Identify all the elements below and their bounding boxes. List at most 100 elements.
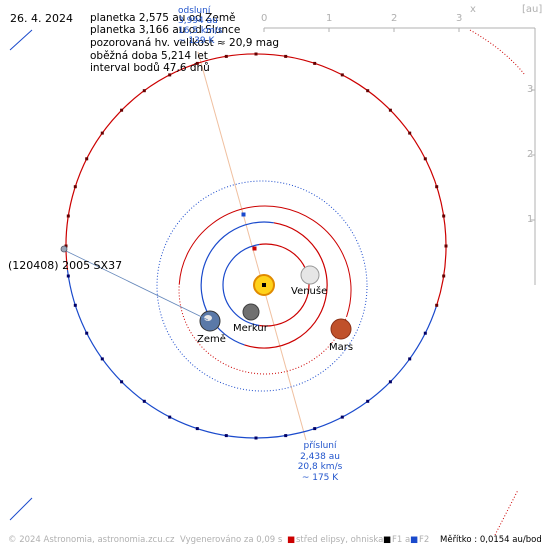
asteroid-orbit-above: [65, 53, 447, 306]
x-tick-2: 2: [391, 13, 398, 24]
mercury-orbit-below: [222, 243, 260, 327]
mercury-label: Merkur: [233, 323, 268, 334]
asteroid-name: (120408) 2005 SX37: [8, 259, 123, 272]
aphelion-title: odsluní: [178, 6, 211, 16]
venus-label: Venuše: [291, 286, 328, 297]
asteroid-orbit-point: [366, 399, 370, 403]
asteroid-orbit-point: [254, 52, 258, 56]
earth: [199, 310, 221, 332]
perihelion-label: přísluní 2,438 au 20,8 km/s ~ 175 K: [288, 441, 352, 483]
copyright: © 2024 Astronomia, astronomia.zcu.cz: [8, 535, 175, 545]
aphelion-speed: 16,5 km/s: [178, 26, 223, 36]
asteroid-orbit-point: [73, 303, 77, 307]
asteroid-orbit-point: [254, 436, 258, 440]
x-axis-label: x: [470, 4, 476, 15]
legend-center-dot: ■: [287, 535, 296, 545]
asteroid-orbit-point: [224, 434, 228, 438]
perihelion-distance: 2,438 au: [300, 451, 340, 462]
y-tick-3: 3: [527, 84, 534, 95]
asteroid-orbit-point: [442, 274, 446, 278]
date-label: 26. 4. 2024: [10, 12, 73, 25]
scale-label: Měřítko : 0,0154 au/bod: [440, 535, 542, 545]
distance-from-sun: planetka 3,166 au od Slunce: [90, 24, 241, 36]
ellipse-center-marker: [252, 246, 257, 251]
asteroid-orbit-point: [168, 415, 172, 419]
asteroid-orbit-point: [66, 214, 70, 218]
asteroid-orbit-point: [85, 157, 89, 161]
asteroid-orbit-point: [73, 185, 77, 189]
asteroid-orbit-point: [442, 214, 446, 218]
asteroid-orbit-point: [100, 131, 104, 135]
mercury-orbit-above: [259, 243, 310, 327]
y-tick-1: 1: [527, 214, 534, 225]
distance-from-earth: planetka 2,575 au od Země: [90, 12, 236, 24]
asteroid-orbit-point: [435, 185, 439, 189]
perihelion-title: přísluní: [303, 441, 337, 451]
y-tick-2: 2: [527, 149, 534, 160]
earth-orbit: [156, 180, 368, 392]
asteroid-orbit-point: [195, 427, 199, 431]
asteroid-orbit-point: [66, 274, 70, 278]
asteroid-orbit-point: [408, 131, 412, 135]
asteroid-orbit-below: [66, 270, 438, 439]
legend-f1: F1 a: [392, 535, 411, 545]
asteroid-orbit-point: [388, 380, 392, 384]
aphelion-temperature: ~ 139 K: [178, 36, 215, 46]
asteroid-orbit-point: [388, 108, 392, 112]
mars-orbit-solid: [178, 205, 352, 317]
venus-orbit-above: [244, 222, 328, 349]
legend-f1-dot: ■: [383, 535, 392, 545]
corner-mark-top-left: [9, 29, 33, 51]
x-tick-0: 0: [261, 13, 268, 24]
asteroid-earth-line: [63, 249, 209, 321]
venus: [300, 265, 320, 285]
asteroid-orbit-point: [64, 244, 68, 248]
asteroid-orbit-point: [423, 331, 427, 335]
asteroid-orbit-point: [423, 157, 427, 161]
corner-mark-bottom-left: [9, 497, 33, 521]
axis-unit: [au]: [522, 4, 543, 15]
perihelion-speed: 20,8 km/s: [297, 462, 343, 472]
earth-label: Země: [197, 334, 226, 345]
focus-f2-marker: [241, 212, 246, 217]
asteroid-orbit-point: [340, 415, 344, 419]
asteroid-orbit-point: [168, 73, 172, 77]
venus-orbit-below: [200, 221, 274, 346]
legend-f2-dot: ■: [410, 535, 419, 545]
asteroid-orbit-point: [340, 73, 344, 77]
asteroid-orbit-point: [284, 54, 288, 58]
asteroid-orbit-point: [195, 61, 199, 65]
legend-f2: F2: [419, 535, 430, 545]
asteroid-orbit-point: [408, 357, 412, 361]
generated-time: Vygenerováno za 0,09 s: [180, 535, 283, 545]
orbital-period: oběžná doba 5,214 let: [90, 50, 208, 62]
asteroid-orbit-point: [313, 427, 317, 431]
legend-center: střed elipsy, ohniska: [296, 535, 384, 545]
x-tick-1: 1: [326, 13, 333, 24]
mercury: [242, 303, 260, 321]
focus-f1-marker: [262, 283, 266, 287]
asteroid-orbit-point: [120, 380, 124, 384]
point-interval: interval bodů 47,6 dnů: [90, 62, 210, 74]
asteroid-orbit-point: [85, 331, 89, 335]
asteroid-position: [60, 245, 68, 253]
asteroid-orbit-point: [142, 399, 146, 403]
asteroid-orbit-point: [444, 244, 448, 248]
asteroid-orbit-point: [366, 89, 370, 93]
aphelion-label: odsluní 3,994 au 16,5 km/s ~ 139 K: [178, 6, 223, 46]
perihelion-temperature: ~ 175 K: [301, 472, 339, 483]
earth-cloud: [204, 315, 212, 321]
mars-label: Mars: [329, 342, 354, 353]
asteroid-orbit-point: [120, 108, 124, 112]
mars-orbit-dotted: [178, 284, 348, 375]
observed-magnitude: pozorovaná hv. velikost ≈ 20,9 mag: [90, 37, 280, 49]
asteroid-orbit-point: [284, 434, 288, 438]
asteroid-orbit-point: [435, 303, 439, 307]
asteroid-orbit-point: [224, 54, 228, 58]
asteroid-orbit-point: [100, 357, 104, 361]
corner-arc-top-right: [469, 29, 526, 76]
aphelion-distance: 3,994 au: [178, 16, 218, 26]
corner-mark-bottom-right: [494, 489, 519, 536]
x-tick-3: 3: [456, 13, 463, 24]
